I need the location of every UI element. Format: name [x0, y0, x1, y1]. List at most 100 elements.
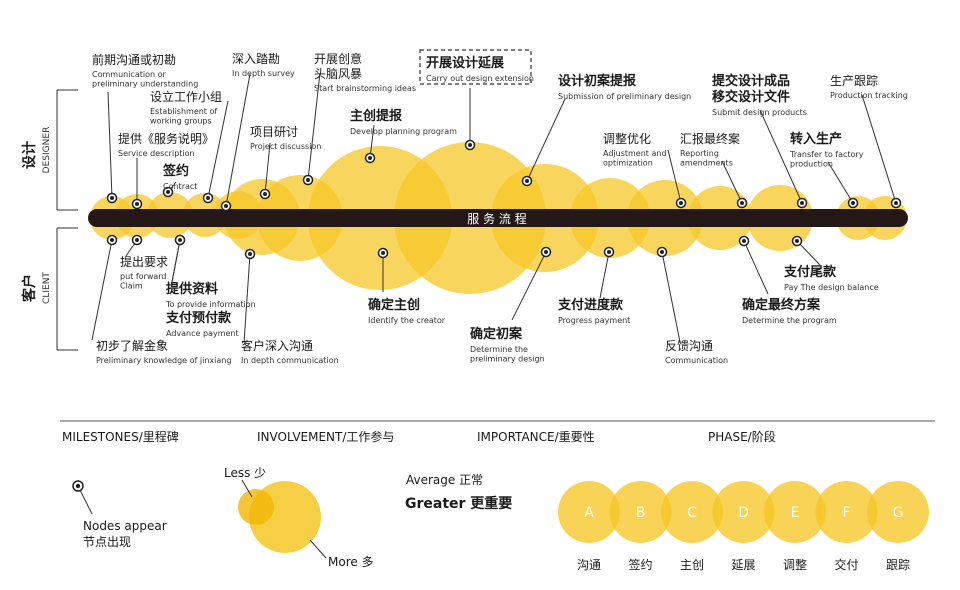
node-connector-line	[107, 91, 113, 199]
node-subtitle: In depth survey	[232, 69, 295, 78]
phase-letter: G	[893, 505, 904, 521]
node-connector-line	[369, 124, 375, 159]
node-subtitle: put forward	[120, 272, 167, 281]
node-label-in-depth-comm: 客户深入沟通 In depth communication	[241, 338, 339, 365]
milestone-node-center	[166, 190, 170, 194]
node-title: 设计初案提报	[558, 73, 637, 89]
extension-highlight-box	[419, 49, 532, 85]
phase-name: 调整	[783, 557, 807, 572]
node-subtitle: Contract	[163, 182, 197, 191]
node-label-survey: 深入踏勘 In depth survey	[232, 52, 295, 78]
phase-circle-g	[867, 481, 929, 543]
milestone-node-center	[135, 202, 139, 206]
designer-cn-label: 设计	[21, 141, 38, 169]
node-subtitle: Submission of preliminary design	[558, 92, 691, 101]
node-label-planning: 主创提报 Develop planning program	[350, 108, 457, 136]
node-title: 项目研讨	[250, 125, 298, 139]
milestone-node-center	[851, 201, 855, 205]
node-subtitle: Adjustment and	[603, 149, 667, 158]
milestone-node-center	[525, 179, 529, 183]
node-subtitle: optimization	[603, 159, 653, 168]
phase-name: 签约	[628, 557, 652, 572]
node-label-balance: 支付尾款 Pay The design balance	[783, 264, 879, 292]
legend-less: Less 少	[224, 466, 266, 480]
node-connector-line	[171, 239, 181, 283]
node-title: 汇报最终案	[680, 131, 740, 146]
node-title: 支付预付款	[165, 310, 232, 326]
node-subtitle: Develop planning program	[350, 127, 457, 136]
node-subtitle: Pay The design balance	[784, 283, 879, 292]
milestone-node-center	[800, 201, 804, 205]
node-subtitle: Transfer to factory	[789, 150, 864, 159]
node-title: 头脑风暴	[314, 67, 362, 81]
milestone-node-center	[135, 238, 139, 242]
node-title: 确定初案	[470, 326, 523, 342]
milestone-node-center	[368, 156, 372, 160]
phase-name: 跟踪	[886, 558, 910, 572]
node-subtitle: Reporting	[680, 149, 719, 158]
node-title: 开展设计延展	[426, 55, 505, 71]
milestone-node-center	[894, 201, 898, 205]
phase-circle-a	[558, 481, 620, 543]
node-label-contract: 签约 Contract	[162, 163, 197, 191]
designer-en-label: DESIGNER	[42, 127, 52, 174]
node-subtitle: In depth communication	[241, 356, 339, 365]
node-connectors	[91, 72, 902, 344]
node-title: 提供资料	[166, 281, 218, 297]
node-title: 深入踏勘	[232, 52, 280, 66]
milestone-node-center	[178, 238, 182, 242]
node-connector-line	[511, 251, 547, 321]
phase-circle-e	[764, 481, 826, 543]
phase-letter: B	[636, 505, 646, 521]
milestone-node-center	[224, 204, 228, 208]
legend-greater: Greater 更重要	[405, 495, 512, 512]
phase-letter: D	[738, 505, 749, 521]
milestone-node-center	[306, 178, 310, 182]
legend-involvement-title: INVOLVEMENT/工作参与	[257, 429, 394, 444]
phase-name: 延展	[731, 558, 755, 572]
milestone-node-center	[263, 192, 267, 196]
node-title: 客户深入沟通	[241, 338, 313, 353]
phase-letter: C	[687, 505, 697, 521]
node-connector-line	[225, 73, 251, 207]
node-title: 提供《服务说明》	[118, 131, 214, 146]
milestone-node-center	[248, 252, 252, 256]
node-subtitle: preliminary understanding	[92, 80, 198, 89]
milestone-node-center	[660, 250, 664, 254]
legend-importance-title: IMPORTANCE/重要性	[477, 430, 595, 444]
phase-circle-d	[712, 481, 775, 543]
node-title: 签约	[162, 163, 189, 179]
phase-letter: F	[842, 505, 850, 521]
node-subtitle: Determine the program	[742, 316, 837, 325]
node-subtitle: Preliminary knowledge of jinxiang	[96, 356, 231, 365]
node-title: 支付进度款	[557, 297, 624, 313]
node-title: 设立工作小组	[150, 89, 222, 104]
node-title: 前期沟通或初勘	[92, 52, 176, 67]
phase-circle-f	[815, 481, 878, 543]
node-title: 主创提报	[350, 108, 403, 124]
phase-letter: E	[791, 505, 800, 521]
node-subtitle: Establishment of	[150, 107, 217, 116]
node-connector-line	[307, 72, 321, 181]
node-connector-line	[264, 142, 271, 195]
node-connector-line	[667, 149, 682, 204]
node-title: 支付尾款	[783, 264, 837, 280]
node-title: 调整优化	[603, 131, 651, 146]
node-subtitle: Start brainstorming ideas	[314, 84, 416, 93]
node-connector-line	[759, 109, 803, 204]
node-connector-line	[827, 161, 854, 204]
node-connector-line	[661, 251, 681, 343]
node-subtitle: amendments	[680, 159, 733, 168]
node-subtitle: production	[790, 160, 833, 169]
node-connector-line	[599, 251, 610, 299]
